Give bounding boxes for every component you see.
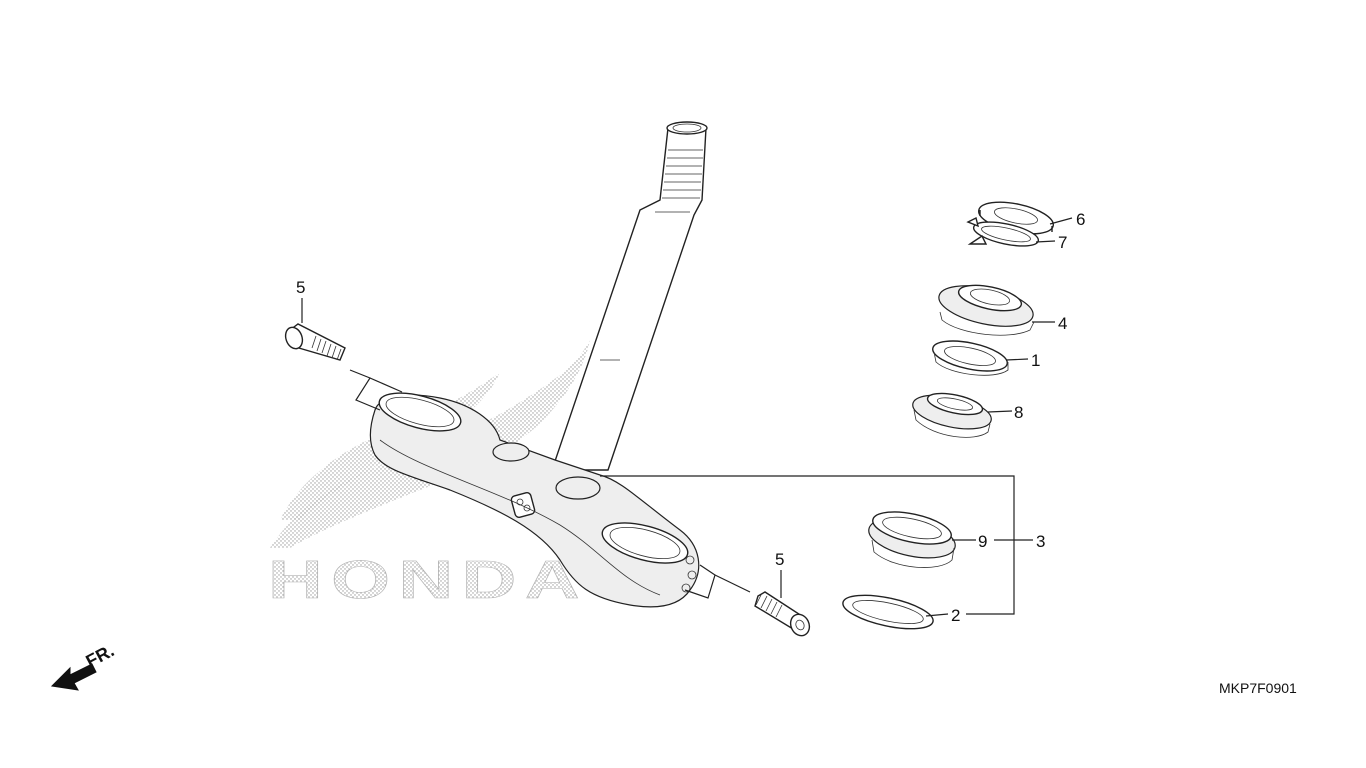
callout-8: 8 bbox=[1014, 403, 1023, 422]
callout-1: 1 bbox=[1031, 351, 1040, 370]
callout-7: 7 bbox=[1058, 233, 1067, 252]
honda-watermark-text: HONDA bbox=[268, 550, 588, 610]
callout-6: 6 bbox=[1076, 210, 1085, 229]
pinch-bolt-right[interactable] bbox=[754, 591, 813, 639]
adjusting-nut[interactable] bbox=[935, 278, 1036, 336]
callout-3: 3 bbox=[1036, 532, 1045, 551]
leader-right-bolt-bracket bbox=[684, 564, 716, 599]
lock-washer[interactable] bbox=[966, 216, 1040, 250]
lower-bearing[interactable] bbox=[865, 506, 959, 568]
front-direction-arrow-icon: FR. bbox=[50, 640, 117, 691]
pinch-bolt-left[interactable] bbox=[283, 323, 346, 361]
leader-left-bolt-bracket bbox=[349, 369, 381, 411]
leader-left-bolt-bracket-2 bbox=[369, 377, 403, 393]
dust-seal[interactable] bbox=[930, 335, 1010, 376]
callout-5-right: 5 bbox=[775, 550, 784, 569]
upper-bearing[interactable] bbox=[910, 389, 994, 438]
callout-4: 4 bbox=[1058, 314, 1067, 333]
leader-lines bbox=[301, 217, 1073, 617]
callout-5-left: 5 bbox=[296, 278, 305, 297]
diagram-code: MKP7F0901 bbox=[1219, 680, 1297, 696]
leader-right-bolt-bracket-2 bbox=[714, 574, 751, 593]
lower-triple-clamp[interactable] bbox=[369, 386, 700, 608]
callout-2: 2 bbox=[951, 606, 960, 625]
lower-dust-seal[interactable] bbox=[840, 589, 936, 636]
callout-9: 9 bbox=[978, 532, 987, 551]
steering-stem-shaft[interactable] bbox=[551, 121, 708, 471]
